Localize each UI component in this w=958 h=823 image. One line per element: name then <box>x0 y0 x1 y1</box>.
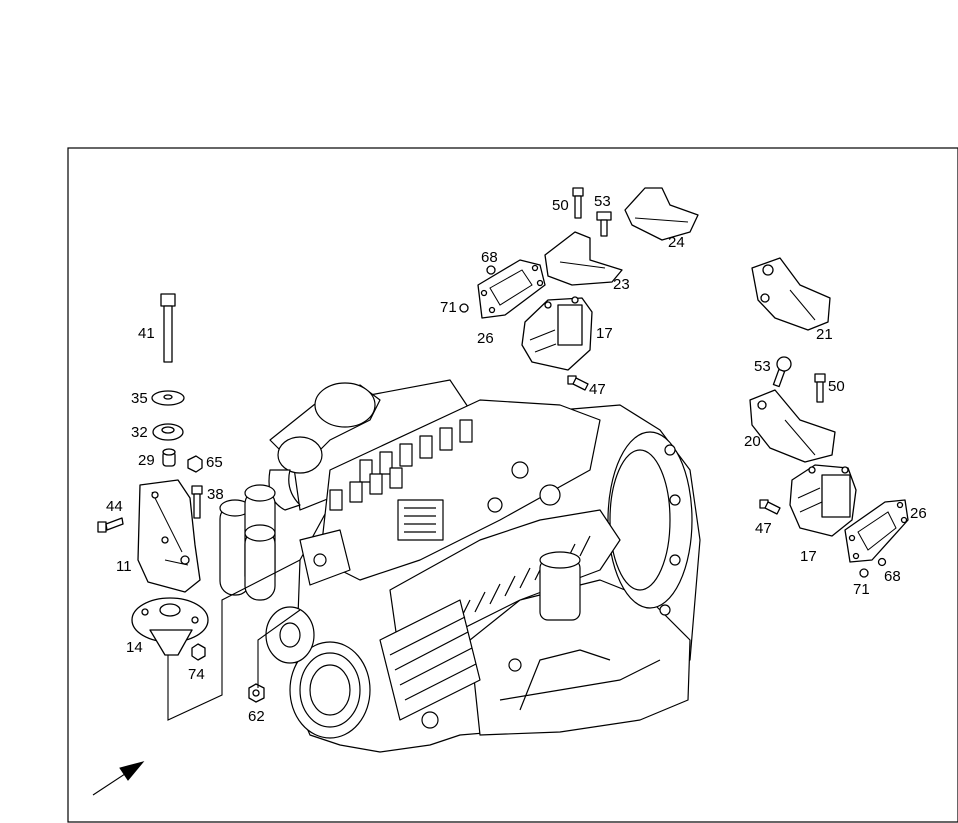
nut-62 <box>248 683 265 703</box>
label-68-right: 68 <box>884 568 901 585</box>
mount-17-right <box>789 464 857 537</box>
gasket-26-top <box>477 259 546 319</box>
nut-71-top <box>459 303 469 313</box>
spacer-29 <box>162 448 176 467</box>
nut-74 <box>191 643 206 661</box>
diagram-frame <box>67 147 958 823</box>
bolt-41 <box>160 293 176 363</box>
label-47-right: 47 <box>755 520 772 537</box>
label-53-top: 53 <box>594 193 611 210</box>
label-41: 41 <box>138 325 155 342</box>
label-17-right: 17 <box>800 548 817 565</box>
bolt-38 <box>191 485 203 519</box>
label-20: 20 <box>744 433 761 450</box>
nut-68-top <box>486 265 496 275</box>
engine-block <box>219 379 701 753</box>
label-74: 74 <box>188 666 205 683</box>
bolt-44 <box>97 517 124 533</box>
label-29: 29 <box>138 452 155 469</box>
mount-17-top <box>521 296 593 371</box>
bracket-11 <box>137 479 201 593</box>
label-47-top: 47 <box>589 381 606 398</box>
label-17-top: 17 <box>596 325 613 342</box>
bolt-50-top <box>572 187 584 219</box>
bolt-53-right <box>772 356 792 388</box>
label-53-right: 53 <box>754 358 771 375</box>
mount-14 <box>131 597 209 656</box>
label-11: 11 <box>116 558 132 575</box>
nut-71-right <box>859 568 869 578</box>
bolt-47-top <box>567 375 589 391</box>
label-24: 24 <box>668 234 685 251</box>
part-labels: 41 35 32 29 65 38 44 11 14 74 62 50 53 2… <box>106 193 927 725</box>
label-50-right: 50 <box>828 378 845 395</box>
leader-lines-left <box>167 559 301 721</box>
label-35: 35 <box>131 390 148 407</box>
bracket-23 <box>544 231 623 286</box>
bracket-21 <box>751 257 831 331</box>
label-65: 65 <box>206 454 223 471</box>
label-50-top: 50 <box>552 197 569 214</box>
bracket-20 <box>749 389 836 463</box>
bolt-47-right <box>759 499 781 515</box>
label-26-right: 26 <box>910 505 927 522</box>
cover-24 <box>624 187 699 241</box>
label-21: 21 <box>816 326 833 343</box>
gasket-26-right <box>844 499 909 563</box>
label-71-right: 71 <box>853 581 870 598</box>
label-26-top: 26 <box>477 330 494 347</box>
washer-32 <box>152 423 184 441</box>
washer-35 <box>151 390 185 406</box>
nut-68-right <box>877 557 887 567</box>
label-62: 62 <box>248 708 265 725</box>
label-71-top: 71 <box>440 299 457 316</box>
label-32: 32 <box>131 424 148 441</box>
bolt-53-top <box>596 211 612 237</box>
label-68-top: 68 <box>481 249 498 266</box>
nut-65 <box>187 455 203 473</box>
label-14: 14 <box>126 639 143 656</box>
bolt-50-right <box>814 373 826 403</box>
label-23: 23 <box>613 276 630 293</box>
label-38: 38 <box>207 486 224 503</box>
direction-arrow-icon <box>92 761 145 796</box>
label-44: 44 <box>106 498 123 515</box>
